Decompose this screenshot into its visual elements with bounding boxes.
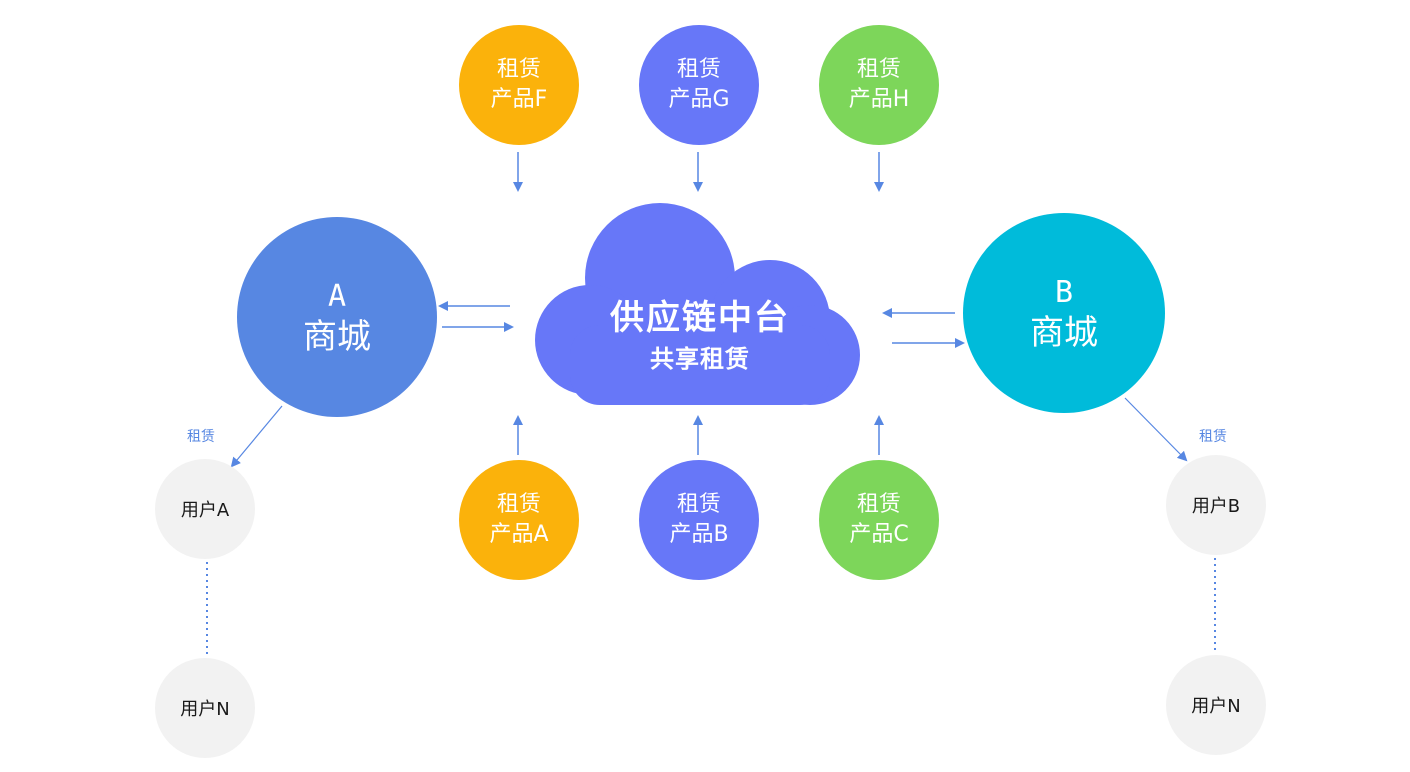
mall-b-label: 商城 bbox=[1030, 313, 1098, 353]
product-h-line2: 产品H bbox=[848, 87, 910, 112]
user-n-right-label: 用户N bbox=[1191, 696, 1241, 717]
user-n-left-node: 用户N bbox=[155, 658, 255, 758]
user-a-label: 用户A bbox=[180, 500, 230, 521]
product-h-node: 租赁 产品H bbox=[819, 25, 939, 145]
product-a-line1: 租赁 bbox=[496, 492, 541, 517]
mall-b-letter: B bbox=[1054, 275, 1074, 310]
product-h-line1: 租赁 bbox=[856, 57, 901, 82]
product-f-node: 租赁 产品F bbox=[459, 25, 579, 145]
product-a-node: 租赁 产品A bbox=[459, 460, 579, 580]
mall-a-label: 商城 bbox=[303, 317, 371, 357]
user-a-node: 用户A bbox=[155, 459, 255, 559]
user-n-left-label: 用户N bbox=[180, 699, 230, 720]
product-g-line1: 租赁 bbox=[676, 57, 721, 82]
product-a-line2: 产品A bbox=[489, 522, 549, 547]
product-b-line2: 产品B bbox=[669, 522, 729, 547]
user-b-node: 用户B bbox=[1166, 455, 1266, 555]
product-g-node: 租赁 产品G bbox=[639, 25, 759, 145]
cloud-shape bbox=[535, 203, 860, 405]
mall-a-letter: A bbox=[327, 279, 347, 314]
rent-label-b: 租赁 bbox=[1199, 429, 1227, 445]
arrow-mall-b-to-user bbox=[1124, 397, 1188, 462]
product-b-line1: 租赁 bbox=[676, 492, 721, 517]
product-f-line2: 产品F bbox=[490, 87, 548, 112]
mall-b-node: B 商城 bbox=[963, 213, 1165, 413]
product-c-line1: 租赁 bbox=[856, 492, 901, 517]
product-b-node: 租赁 产品B bbox=[639, 460, 759, 580]
user-b-label: 用户B bbox=[1191, 496, 1241, 517]
mall-a-node: A 商城 bbox=[237, 217, 437, 417]
cloud-subtitle: 共享租赁 bbox=[650, 345, 750, 373]
rent-label-a: 租赁 bbox=[187, 429, 215, 445]
user-n-right-node: 用户N bbox=[1166, 655, 1266, 755]
product-f-line1: 租赁 bbox=[496, 57, 541, 82]
arrow-mall-a-to-user bbox=[230, 405, 283, 468]
product-g-line2: 产品G bbox=[668, 87, 730, 112]
product-c-line2: 产品C bbox=[849, 522, 909, 547]
product-c-node: 租赁 产品C bbox=[819, 460, 939, 580]
cloud-title: 供应链中台 bbox=[610, 298, 790, 338]
